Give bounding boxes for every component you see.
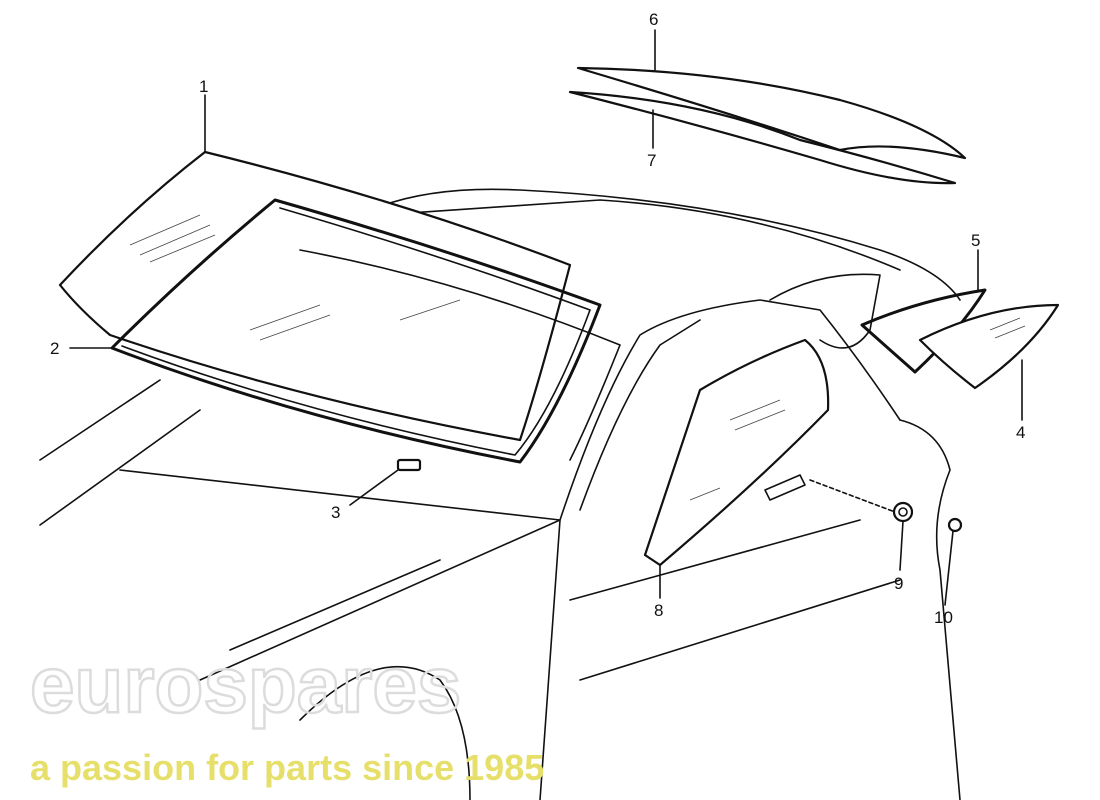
part-clip <box>947 517 963 533</box>
callout-labels: 1 2 3 4 5 6 7 8 9 10 <box>50 10 1025 627</box>
callout-10: 10 <box>934 608 953 627</box>
part-windshield-seal <box>110 198 602 464</box>
leader-lines <box>69 29 1023 606</box>
callout-9: 9 <box>894 574 903 593</box>
glass-hatching <box>249 299 461 341</box>
car-body <box>39 188 961 800</box>
watermark-tagline: a passion for parts since 1985 <box>30 747 544 788</box>
watermark-brand: eurospares <box>30 640 461 729</box>
part-mirror-base <box>396 458 422 472</box>
part-door-glass <box>643 338 830 567</box>
callout-2: 2 <box>50 339 59 358</box>
callout-1: 1 <box>199 77 208 96</box>
watermark: eurospares a passion for parts since 198… <box>29 639 544 788</box>
part-windshield <box>58 150 572 442</box>
callout-3: 3 <box>331 503 340 522</box>
callout-7: 7 <box>647 151 656 170</box>
callout-8: 8 <box>654 601 663 620</box>
callout-4: 4 <box>1016 423 1025 442</box>
callout-5: 5 <box>971 231 980 250</box>
windshield-frame <box>299 249 621 461</box>
part-rear-window <box>568 66 967 185</box>
part-rear-quarter-glass <box>918 303 1060 390</box>
part-grommet <box>892 501 914 523</box>
callout-6: 6 <box>649 10 658 29</box>
